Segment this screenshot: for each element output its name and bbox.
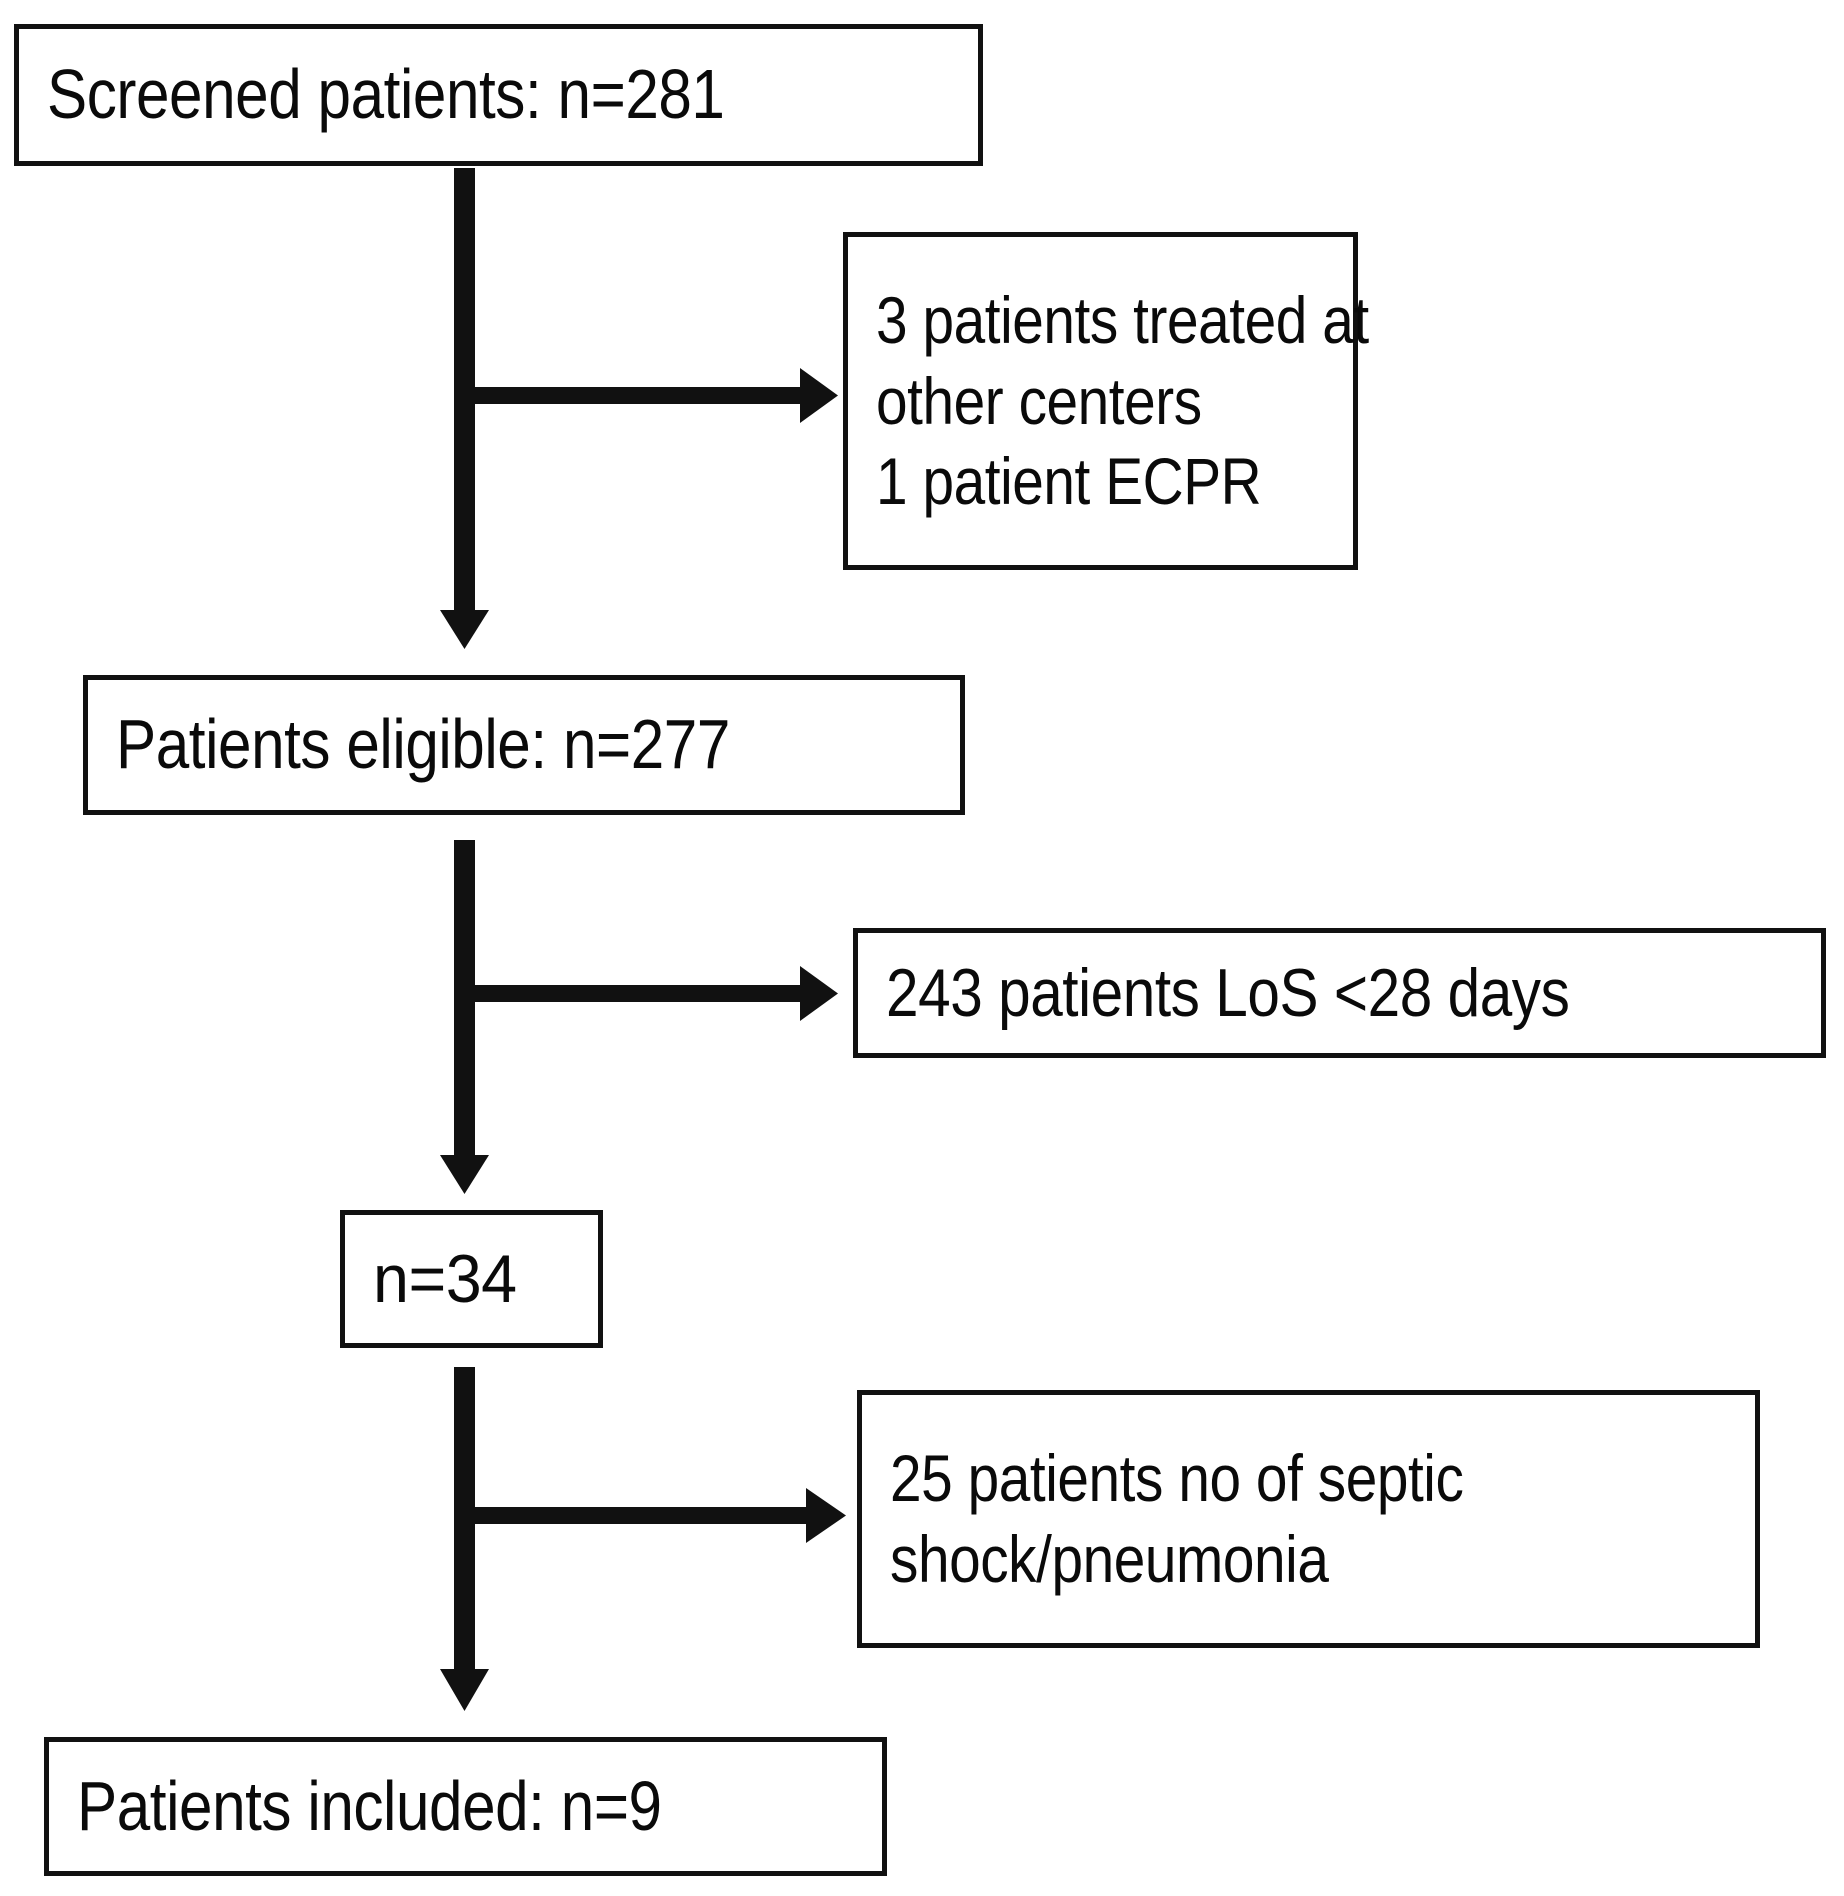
node-excluded-1-line-1: 3 patients treated at	[876, 283, 1369, 358]
node-patients-included-line-1: Patients included: n=9	[77, 1766, 662, 1845]
node-excluded-los-under-28-days: 243 patients LoS <28 days	[853, 928, 1826, 1058]
node-excluded-3-line-1: 25 patients no of septic	[890, 1441, 1464, 1516]
node-excluded-3-line-2: shock/pneumonia	[890, 1522, 1329, 1596]
arrow-screened-to-excluded1	[464, 368, 838, 423]
node-excluded-2-line-1: 243 patients LoS <28 days	[886, 954, 1570, 1031]
arrow-screened-to-eligible	[440, 168, 489, 649]
node-excluded-1-line-3: 1 patient ECPR	[876, 444, 1262, 519]
node-excluded-no-septic-shock-pneumonia: 25 patients no of septic shock/pneumonia	[857, 1390, 1760, 1648]
node-remaining-n34-line-1: n=34	[373, 1240, 517, 1317]
node-screened-patients: Screened patients: n=281	[14, 24, 983, 166]
node-excluded-1-line-2: other centers	[876, 363, 1202, 438]
node-patients-included: Patients included: n=9	[44, 1737, 887, 1876]
node-remaining-n34: n=34	[340, 1210, 603, 1348]
node-patients-eligible-line-1: Patients eligible: n=277	[116, 705, 730, 784]
node-patients-eligible: Patients eligible: n=277	[83, 675, 965, 815]
node-excluded-other-centers-ecpr: 3 patients treated at other centers 1 pa…	[843, 232, 1369, 570]
arrow-eligible-to-excluded2	[464, 966, 838, 1021]
arrow-eligible-to-remaining	[440, 840, 489, 1194]
node-screened-patients-line-1: Screened patients: n=281	[47, 55, 725, 134]
arrow-remaining-to-excluded3	[464, 1488, 846, 1543]
arrow-remaining-to-included	[440, 1367, 489, 1711]
